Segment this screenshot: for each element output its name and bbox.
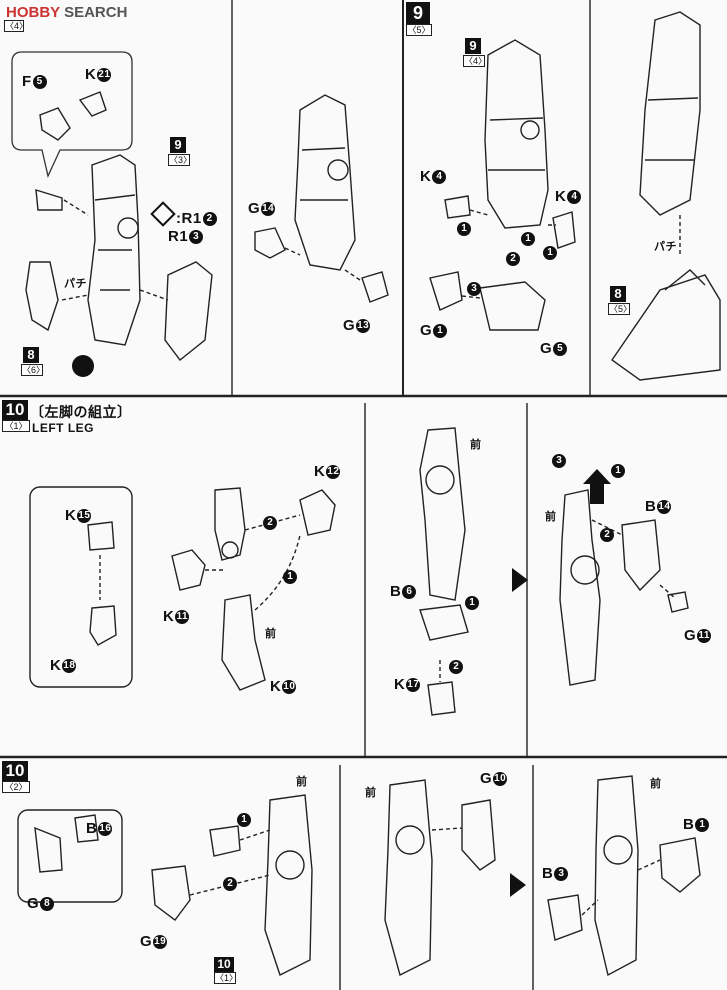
step-order-marker: 1 — [465, 596, 479, 610]
step-order-marker: 2 — [223, 877, 237, 891]
step-order-marker: 2 — [506, 252, 520, 266]
front-label: 前 — [265, 628, 277, 640]
ref-step-box: 9 — [465, 38, 481, 54]
leg-drawing-10-1 — [29, 427, 689, 716]
step-sub: 〈5〉 — [406, 24, 432, 36]
flow-arrow — [510, 873, 526, 897]
ref-step-sub: 〈1〉 — [214, 972, 239, 984]
step-order-marker: 1 — [611, 464, 625, 478]
step-order-marker: 1 — [283, 570, 297, 584]
step-order-marker: 2 — [449, 660, 463, 674]
step-number: 10 — [2, 761, 28, 781]
step-sub: 〈2〉 — [2, 781, 30, 793]
ref-step-sub: 〈4〉 — [463, 55, 488, 67]
section-title-jp: 〔左脚の組立〕 — [30, 404, 132, 420]
step-order-marker: 1 — [457, 222, 471, 236]
section-title-en: LEFT LEG — [32, 421, 94, 435]
pachi-label: パチ — [654, 241, 677, 253]
leg-drawing-10-2 — [17, 775, 701, 977]
front-label: 前 — [470, 439, 482, 451]
ref-step-sub: 〈5〉 — [608, 303, 633, 315]
front-label: 前 — [545, 511, 557, 523]
flow-arrow — [512, 568, 528, 592]
step-number: 9 — [406, 2, 430, 24]
step-number: 10 — [2, 400, 28, 420]
step-order-marker: 1 — [237, 813, 251, 827]
up-arrow — [583, 469, 611, 504]
watermark-logo: HOBBY — [6, 4, 60, 21]
ref-step-box: 8 — [23, 347, 39, 363]
ref-step-sub: 〈6〉 — [21, 364, 46, 376]
step-order-marker: 3 — [552, 454, 566, 468]
leg-drawing-d — [611, 11, 721, 381]
ref-step-box: 8 — [610, 286, 626, 302]
leg-drawing-c — [429, 39, 576, 331]
watermark: HOBBY SEARCH — [6, 4, 127, 21]
step-sub: 〈1〉 — [2, 420, 30, 432]
step-order-marker: 1 — [543, 246, 557, 260]
ref-step-sub: 〈3〉 — [168, 154, 193, 166]
step-order-marker: 2 — [263, 516, 277, 530]
front-label: 前 — [296, 776, 308, 788]
cement-icon — [72, 355, 94, 377]
ref-step-box: 9 — [170, 137, 186, 153]
sticker-icon — [150, 201, 176, 227]
ref-step-box: 10 — [214, 957, 234, 972]
step-order-marker: 1 — [521, 232, 535, 246]
pachi-label: パチ — [64, 278, 87, 290]
watermark-text: SEARCH — [64, 4, 128, 21]
panel-a-sub: 〈4〉 — [4, 20, 29, 32]
step-order-marker: 3 — [467, 282, 481, 296]
leg-drawing-a — [25, 91, 213, 361]
front-label: 前 — [365, 787, 377, 799]
step-order-marker: 2 — [600, 528, 614, 542]
front-label: 前 — [650, 778, 662, 790]
leg-drawing-b — [254, 94, 389, 303]
